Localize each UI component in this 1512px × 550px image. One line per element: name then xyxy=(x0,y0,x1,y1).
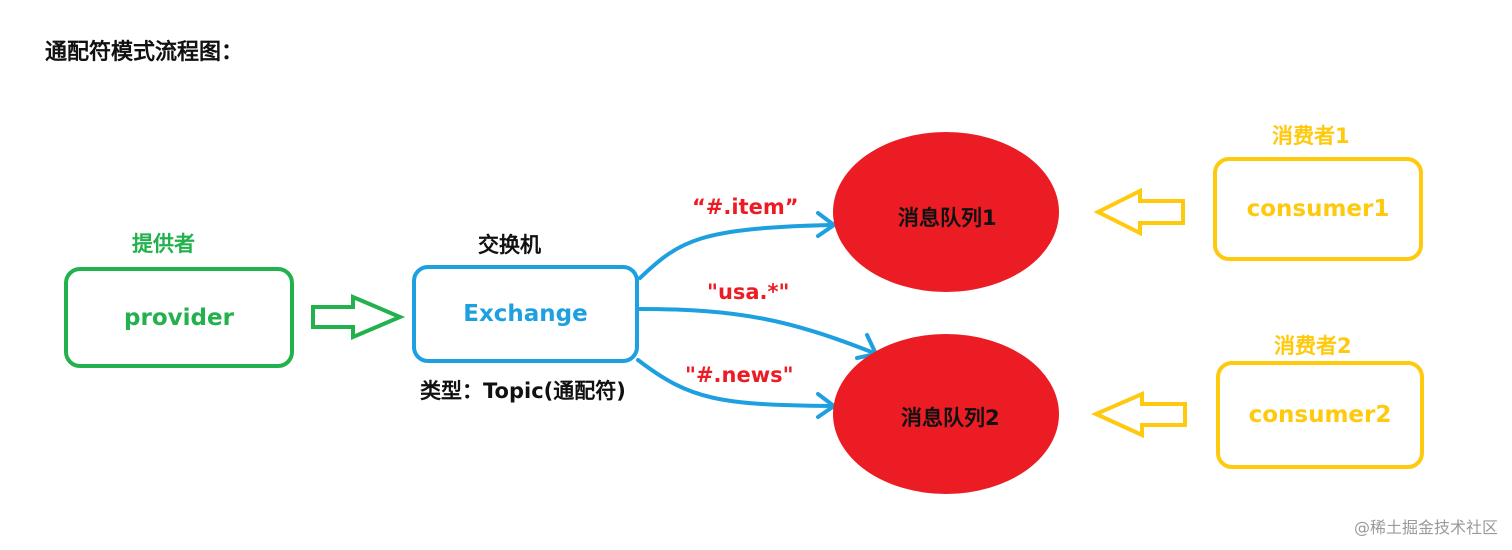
routing-key-usa: "usa.*" xyxy=(707,280,790,304)
consumer2-to-queue2-arrow xyxy=(1091,390,1187,439)
exchange-node: Exchange xyxy=(412,265,639,363)
provider-label: provider xyxy=(124,304,234,331)
consumer1-label: consumer1 xyxy=(1246,196,1390,222)
watermark: @稀土掘金技术社区 xyxy=(1353,518,1498,537)
routing-edge-item xyxy=(638,211,838,280)
queue-1-shape xyxy=(833,132,1059,292)
exchange-caption: 交换机 xyxy=(478,233,541,257)
diagram-title: 通配符模式流程图： xyxy=(45,40,244,65)
provider-caption: 提供者 xyxy=(132,232,195,256)
consumer1-to-queue1-arrow xyxy=(1093,187,1185,237)
routing-key-news: "#.news" xyxy=(685,363,794,387)
queue-2-shape xyxy=(833,334,1059,494)
exchange-type-label: 类型：Topic(通配符) xyxy=(420,379,626,403)
consumer1-node: consumer1 xyxy=(1213,157,1423,261)
routing-key-item: “#.item” xyxy=(692,195,799,219)
consumer2-label: consumer2 xyxy=(1248,402,1392,428)
exchange-label: Exchange xyxy=(463,301,588,327)
queue-2-label: 消息队列2 xyxy=(901,406,1000,430)
provider-node: provider xyxy=(64,267,294,368)
consumer1-caption: 消费者1 xyxy=(1272,124,1350,148)
routing-edge-usa xyxy=(638,307,879,360)
provider-to-exchange-arrow xyxy=(311,293,406,341)
consumer2-caption: 消费者2 xyxy=(1274,334,1352,358)
queue-1-label: 消息队列1 xyxy=(898,206,997,230)
consumer2-node: consumer2 xyxy=(1216,361,1424,469)
